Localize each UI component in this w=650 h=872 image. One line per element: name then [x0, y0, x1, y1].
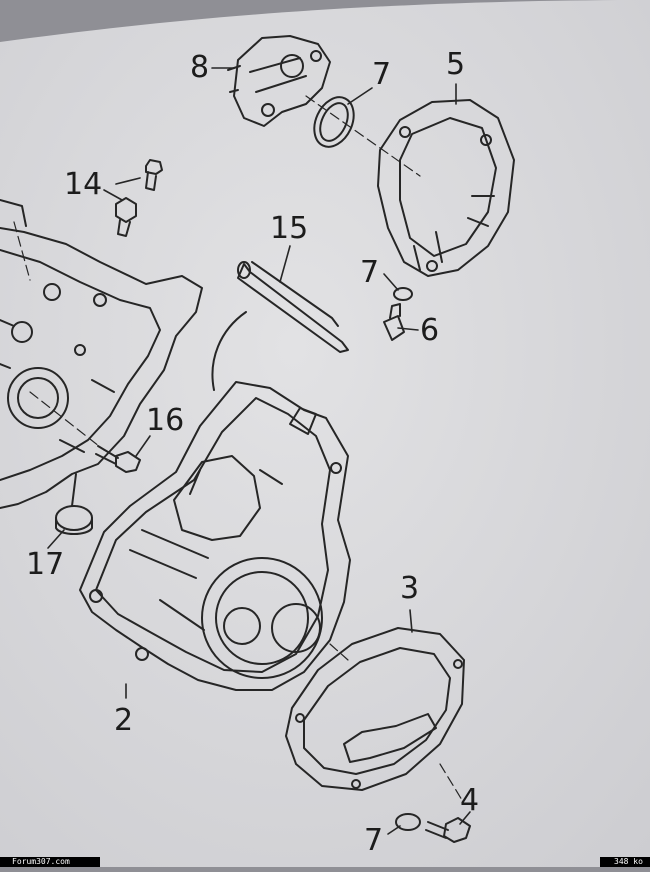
callout-7-upper: 7	[372, 57, 392, 92]
callout-16: 16	[146, 403, 185, 438]
part-8-actuator	[227, 35, 331, 127]
part-17-cap	[55, 473, 93, 535]
leader-17	[47, 529, 65, 549]
part-15-guide-tube	[237, 261, 349, 353]
callout-7-lower: 7	[364, 823, 384, 858]
part-7-o-ring-upper-inner	[319, 102, 349, 142]
callout-6: 6	[420, 313, 440, 348]
leader-14a	[103, 189, 123, 201]
axis-line-top	[305, 95, 421, 177]
leader-4	[459, 811, 471, 825]
axis-line-housing	[29, 391, 105, 451]
movement-arc	[211, 311, 247, 391]
callout-15: 15	[270, 211, 309, 246]
axis-line-left	[13, 221, 31, 281]
callout-4: 4	[460, 783, 480, 818]
part-6-plug	[383, 303, 405, 341]
leader-15	[279, 245, 291, 283]
axis-line-lower	[439, 763, 463, 801]
leader-6	[397, 327, 419, 331]
part-7-washer-mid	[393, 287, 413, 301]
part-2-clutch-housing	[79, 381, 351, 691]
callout-3: 3	[400, 571, 420, 606]
footer-source-label: Forum307.com	[0, 857, 100, 867]
leader-7a	[347, 87, 373, 105]
footer-filesize-label: 348 ko	[600, 857, 650, 867]
callout-2: 2	[114, 703, 134, 738]
part-7-o-ring-upper	[313, 96, 355, 148]
left-housing	[0, 199, 203, 509]
part-14-vent-fitting	[115, 159, 163, 237]
callout-17: 17	[26, 547, 65, 582]
callout-14: 14	[64, 167, 103, 202]
leader-3	[409, 609, 413, 633]
part-3-cover	[285, 627, 465, 791]
part-4-bolt	[425, 817, 471, 843]
callout-5: 5	[446, 47, 466, 82]
leader-7b	[383, 273, 399, 291]
leader-7c	[387, 825, 401, 835]
callout-8: 8	[190, 50, 210, 85]
leader-16	[135, 435, 151, 457]
leader-14b	[115, 177, 141, 185]
part-7-washer-lower	[395, 813, 421, 831]
axis-line-cover	[329, 643, 349, 661]
callout-7-middle: 7	[360, 255, 380, 290]
part-5-end-cover	[377, 99, 515, 277]
